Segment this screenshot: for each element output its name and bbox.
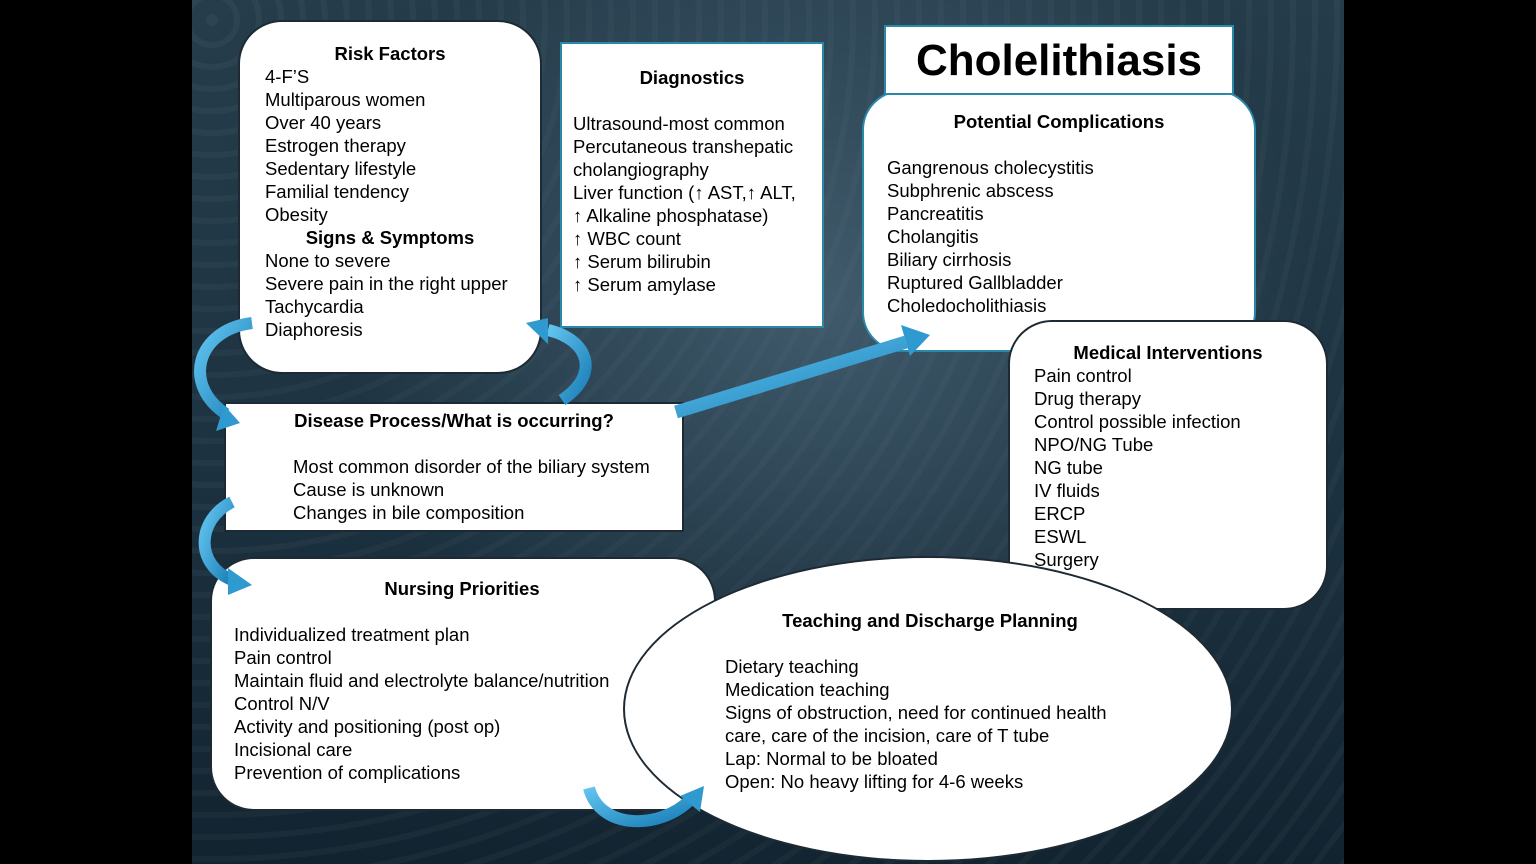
teaching-item: care, care of the incision, care of T tu… (725, 725, 1050, 746)
risk-factor-item: 4-F’S (265, 66, 310, 87)
intervention-item: Pain control (1034, 365, 1132, 386)
teaching-item: Dietary teaching (725, 656, 859, 677)
complication-item: Ruptured Gallbladder (887, 272, 1063, 293)
complication-item: Pancreatitis (887, 203, 984, 224)
intervention-item: Drug therapy (1034, 388, 1141, 409)
risk-factor-item: Estrogen therapy (265, 135, 406, 156)
symptom-item: None to severe (265, 250, 391, 271)
complications-heading: Potential Complications (953, 111, 1165, 132)
nursing-priority-item: Control N/V (234, 693, 330, 714)
complication-item: Subphrenic abscess (887, 180, 1054, 201)
risk-factor-item: Multiparous women (265, 89, 426, 110)
intervention-item: NG tube (1034, 457, 1103, 478)
diagnostic-item: ↑ Serum bilirubin (573, 251, 711, 272)
disease-process-heading: Disease Process/What is occurring? (294, 410, 614, 431)
complication-item: Gangrenous cholecystitis (887, 157, 1094, 178)
nursing-priorities-heading: Nursing Priorities (384, 578, 540, 599)
medical-interventions-box: Medical Interventions Pain control Drug … (1008, 320, 1328, 610)
nursing-priority-item: Pain control (234, 647, 332, 668)
teaching-discharge-box: Teaching and Discharge Planning Dietary … (623, 556, 1233, 862)
signs-symptoms-heading: Signs & Symptoms (305, 227, 475, 248)
diagnostic-item: Percutaneous transhepatic (573, 136, 794, 157)
disease-process-item: Most common disorder of the biliary syst… (293, 456, 650, 477)
symptom-item: Severe pain in the right upper (265, 273, 508, 294)
symptom-item: Tachycardia (265, 296, 364, 317)
teaching-item: Open: No heavy lifting for 4-6 weeks (725, 771, 1024, 792)
diagnostic-item: ↑ Alkaline phosphatase) (573, 205, 769, 226)
complication-item: Choledocholithiasis (887, 295, 1047, 316)
teaching-heading: Teaching and Discharge Planning (782, 610, 1078, 631)
diagnostic-item: ↑ WBC count (573, 228, 681, 249)
medical-interventions-heading: Medical Interventions (1073, 342, 1263, 363)
diagnostic-item: cholangiography (573, 159, 709, 180)
intervention-item: IV fluids (1034, 480, 1100, 501)
nursing-priority-item: Maintain fluid and electrolyte balance/n… (234, 670, 610, 691)
nursing-priority-item: Incisional care (234, 739, 353, 760)
symptom-item: Diaphoresis (265, 319, 363, 340)
intervention-item: ERCP (1034, 503, 1086, 524)
nursing-priority-item: Individualized treatment plan (234, 624, 470, 645)
diagnostic-item: Ultrasound-most common (573, 113, 785, 134)
diagnostic-item: ↑ Serum amylase (573, 274, 716, 295)
nursing-priority-item: Activity and positioning (post op) (234, 716, 501, 737)
disease-process-box: Disease Process/What is occurring? Most … (224, 402, 684, 532)
disease-process-item: Changes in bile composition (293, 502, 525, 523)
complication-item: Biliary cirrhosis (887, 249, 1012, 270)
risk-factor-item: Over 40 years (265, 112, 382, 133)
complication-item: Cholangitis (887, 226, 979, 247)
intervention-item: Control possible infection (1034, 411, 1241, 432)
page-title: Cholelithiasis (884, 25, 1234, 95)
disease-process-item: Cause is unknown (293, 479, 445, 500)
risk-factor-item: Obesity (265, 204, 328, 225)
teaching-item: Signs of obstruction, need for continued… (725, 702, 1107, 723)
nursing-priority-item: Prevention of complications (234, 762, 461, 783)
diagnostics-box: Diagnostics Ultrasound-most common Percu… (560, 42, 824, 328)
diagnostics-heading: Diagnostics (639, 67, 745, 88)
intervention-item: NPO/NG Tube (1034, 434, 1154, 455)
diagnostic-item: Liver function (↑ AST,↑ ALT, (573, 182, 796, 203)
risk-factor-item: Familial tendency (265, 181, 409, 202)
intervention-item: ESWL (1034, 526, 1087, 547)
risk-factors-heading: Risk Factors (334, 43, 446, 64)
teaching-item: Medication teaching (725, 679, 890, 700)
risk-factors-box: Risk Factors 4-F’S Multiparous women Ove… (238, 20, 542, 374)
teaching-item: Lap: Normal to be bloated (725, 748, 938, 769)
risk-factor-item: Sedentary lifestyle (265, 158, 417, 179)
intervention-item: Surgery (1034, 549, 1099, 570)
complications-box: Potential Complications Gangrenous chole… (862, 90, 1256, 352)
